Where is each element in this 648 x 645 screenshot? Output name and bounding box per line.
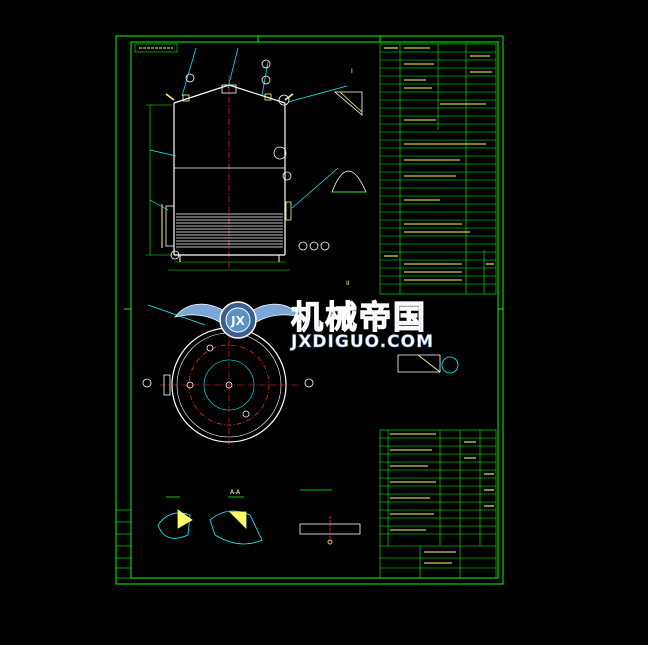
watermark: JX 机械帝国 JXDIGUO.COM [173,297,434,352]
leader-lines [147,47,348,326]
detail-label-1: I [351,68,353,75]
section-label: A-A [230,489,241,496]
detail-label-2: II [346,280,350,287]
detail-section-mid [397,354,459,374]
watermark-logo-letters: JX [230,314,245,328]
technical-table-top [379,43,497,295]
vessel-plan-view [160,318,298,450]
watermark-title-en: JXDIGUO.COM [290,332,434,352]
watermark-title-cn: 机械帝国 [291,298,427,336]
vessel-elevation [146,75,294,271]
table-top-text [384,47,494,281]
callout-balloons [142,59,330,388]
bottom-details [157,489,361,545]
detail-views-right [331,91,367,193]
view-title-tag [134,43,178,53]
revision-strip [115,509,132,579]
parts-list-text [390,433,494,564]
parts-list-table [379,429,497,579]
drawing-frame [115,35,504,585]
